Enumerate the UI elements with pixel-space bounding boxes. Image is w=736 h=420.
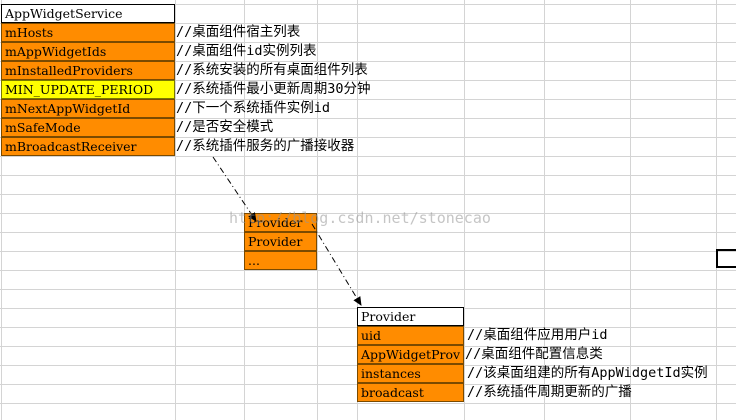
provider-comment-instances: //该桌面组建的所有AppWidgetId实例 [467, 365, 708, 381]
provider-comment-uid: //桌面组件应用用户id [467, 327, 608, 343]
service-field-min-update-period: MIN_UPDATE_PERIOD [1, 80, 175, 99]
provider-list-item: ... [244, 251, 317, 270]
service-field-installedproviders: mInstalledProviders [1, 61, 175, 80]
service-comment-nextappwidgetid: //下一个系统插件实例id [176, 100, 331, 116]
service-field-safemode: mSafeMode [1, 118, 175, 137]
provider-list-item: Provider [244, 213, 317, 232]
service-comment-min-update-period: //系统插件最小更新周期30分钟 [176, 81, 371, 97]
provider-list-item: Provider [244, 232, 317, 251]
service-field-broadcastreceiver: mBroadcastReceiver [1, 137, 175, 156]
provider-field-appwidgetprov: AppWidgetProv [357, 345, 464, 364]
provider-field-uid: uid [357, 326, 464, 345]
service-field-nextappwidgetid: mNextAppWidgetId [1, 99, 175, 118]
provider-field-broadcast: broadcast [357, 383, 464, 402]
active-cell-cursor[interactable] [716, 249, 736, 268]
service-comment-hosts: //桌面组件宿主列表 [176, 24, 301, 40]
arrow-provider-list-to-provider [311, 223, 362, 306]
service-comment-appwidgetids: //桌面组件id实例列表 [176, 43, 317, 59]
provider-header: Provider [357, 307, 464, 326]
service-header: AppWidgetService [1, 4, 175, 23]
provider-field-instances: instances [357, 364, 464, 383]
service-comment-safemode: //是否安全模式 [176, 119, 274, 135]
service-field-hosts: mHosts [1, 23, 175, 42]
provider-comment-broadcast: //系统插件周期更新的广播 [467, 384, 632, 400]
service-comment-broadcastreceiver: //系统插件服务的广播接收器 [176, 138, 355, 154]
provider-comment-appwidgetprov: //桌面组件配置信息类 [465, 346, 603, 362]
watermark: http://blog.csdn.net/stonecao [229, 209, 491, 227]
service-comment-installedproviders: //系统安装的所有桌面组件列表 [176, 62, 368, 78]
service-field-appwidgetids: mAppWidgetIds [1, 42, 175, 61]
